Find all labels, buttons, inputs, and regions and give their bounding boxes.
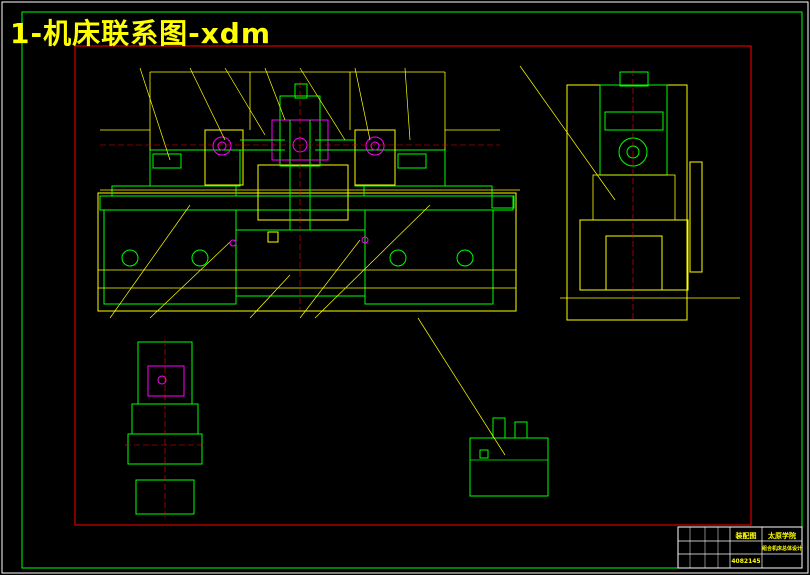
hydraulic-unit: [417, 317, 549, 497]
front-view: [97, 67, 520, 319]
title-block: 装配图 太原学院 组合机床总体设计 4082145: [677, 526, 803, 569]
title-block-subtitle: 组合机床总体设计: [762, 545, 802, 552]
inner-frame: [21, 11, 803, 569]
title-block-school: 太原学院: [768, 531, 796, 540]
title-block-drawing-no: 4082145: [731, 558, 760, 565]
side-view: [519, 65, 740, 321]
red-border: [74, 45, 752, 526]
title-block-drawing-name: 装配图: [735, 531, 757, 540]
top-view: [125, 340, 205, 518]
overlay-title: 1-机床联系图-xdm: [10, 17, 272, 50]
